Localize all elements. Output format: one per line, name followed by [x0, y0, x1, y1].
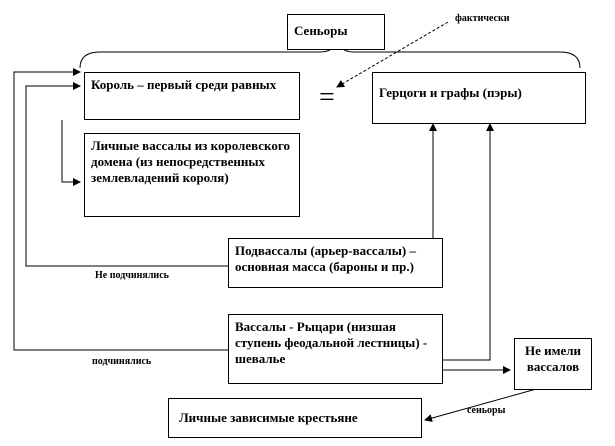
dukes-text: Герцоги и графы (пэры)	[379, 85, 522, 100]
subvassals-to-king-line	[25, 82, 228, 267]
king-to-personal-line	[61, 120, 81, 186]
equals-sign: =	[319, 82, 335, 113]
novassals-to-peasants-line	[424, 387, 541, 422]
no-vassals-text: Не имели вассалов	[524, 343, 582, 374]
seniors-small-label: сеньоры	[467, 405, 506, 416]
king-box: Король – первый среди равных	[84, 72, 300, 120]
subvassals-text: Подвассалы (арьер-вассалы) – основная ма…	[235, 243, 416, 274]
actually-arrow	[336, 21, 449, 88]
seniors-text: Сеньоры	[294, 23, 348, 38]
knights-to-king-line	[13, 68, 228, 351]
personal-vassals-text: Личные вассалы из королевского домена (и…	[91, 138, 290, 185]
knights-box: Вассалы - Рыцари (низшая ступень феодаль…	[228, 314, 443, 384]
no-vassals-box: Не имели вассалов	[514, 338, 592, 390]
knights-to-dukes-line	[443, 123, 494, 361]
subvassals-box: Подвассалы (арьер-вассалы) – основная ма…	[228, 238, 443, 288]
not-subordinate-label: Не подчинялись	[95, 270, 169, 281]
seniors-box: Сеньоры	[287, 14, 385, 50]
peasants-text: Личные зависимые крестьяне	[179, 410, 358, 425]
king-text: Король – первый среди равных	[91, 77, 277, 92]
peasants-box: Личные зависимые крестьяне	[168, 398, 422, 438]
personal-vassals-box: Личные вассалы из королевского домена (и…	[84, 133, 300, 217]
subordinate-label: подчинялись	[92, 356, 152, 367]
knights-text: Вассалы - Рыцари (низшая ступень феодаль…	[235, 319, 428, 366]
dukes-box: Герцоги и графы (пэры)	[372, 72, 586, 124]
actually-label: фактически	[455, 13, 510, 24]
